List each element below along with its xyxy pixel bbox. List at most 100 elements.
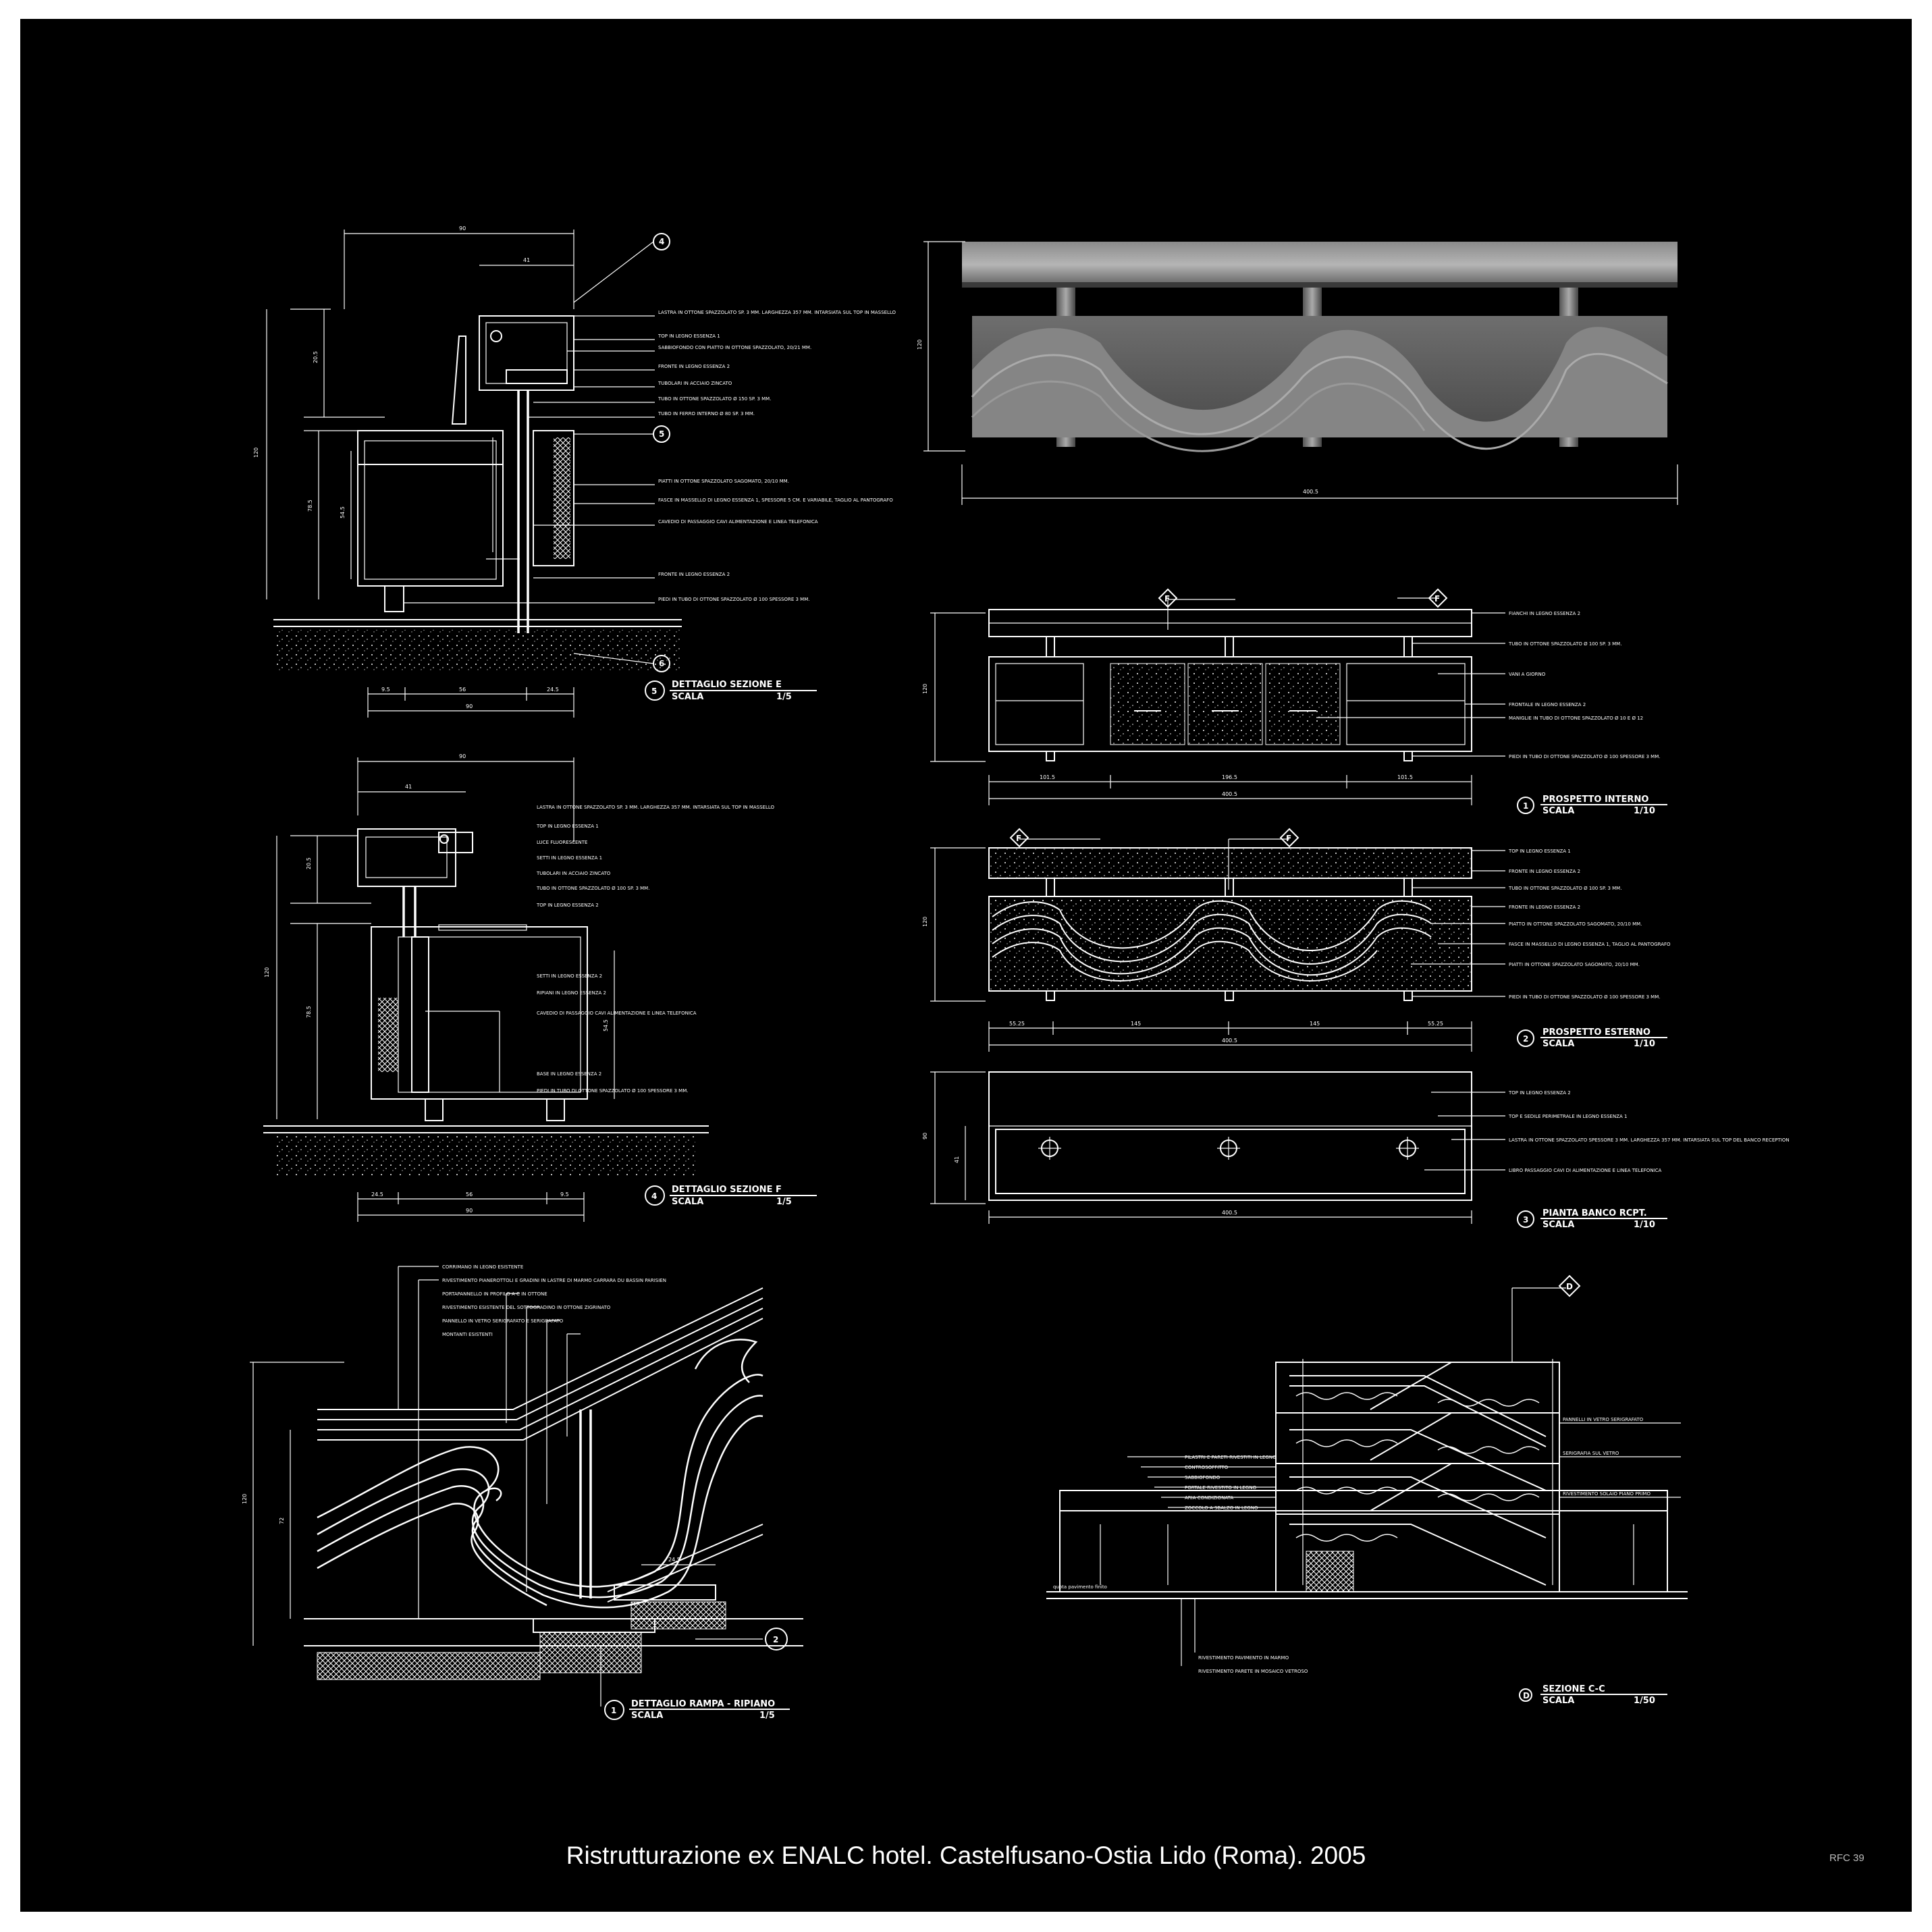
svg-text:101.5: 101.5 bbox=[1040, 774, 1055, 780]
annotation-note: TUBO IN OTTONE SPAZZOLATO Ø 100 SP. 3 MM… bbox=[1508, 641, 1621, 647]
annotation-note: FASCE IN MASSELLO DI LEGNO ESSENZA 1, SP… bbox=[658, 498, 893, 503]
svg-text:90: 90 bbox=[922, 1133, 928, 1139]
caption-bubble-pl bbox=[1517, 1210, 1534, 1228]
annotation-note: TOP IN LEGNO ESSENZA 1 bbox=[658, 333, 720, 339]
svg-text:20.5: 20.5 bbox=[313, 351, 319, 363]
svg-text:F: F bbox=[1286, 834, 1291, 843]
annotation-note: LASTRA IN OTTONE SPAZZOLATO SP. 3 MM. LA… bbox=[537, 805, 775, 810]
svg-text:41: 41 bbox=[405, 784, 412, 790]
callout-4-icon bbox=[653, 233, 670, 250]
svg-text:1/50: 1/50 bbox=[1634, 1696, 1655, 1706]
annotation-note: LUCE FLUORESCENTE bbox=[537, 840, 587, 845]
annotation-note: RIVESTIMENTO PIANEROTTOLI E GRADINI IN L… bbox=[442, 1278, 666, 1283]
annotation-note: TUBOLARI IN ACCIAIO ZINCATO bbox=[658, 381, 732, 386]
annotation-note: PIATTI IN OTTONE SPAZZOLATO SAGOMATO, 20… bbox=[658, 479, 789, 484]
svg-text:55.25: 55.25 bbox=[1428, 1021, 1443, 1027]
svg-text:90: 90 bbox=[466, 1208, 473, 1214]
svg-text:SCALA: SCALA bbox=[672, 692, 703, 702]
level-note: quota pavimento finito bbox=[1053, 1584, 1107, 1590]
annotation-note: MONTANTI ESISTENTI bbox=[442, 1332, 493, 1337]
svg-text:9.5: 9.5 bbox=[560, 1191, 569, 1198]
svg-text:5: 5 bbox=[651, 687, 657, 696]
caption-bubble-cc bbox=[1519, 1688, 1532, 1702]
svg-text:54.5: 54.5 bbox=[340, 506, 346, 518]
annotation-note: PIEDI IN TUBO DI OTTONE SPAZZOLATO Ø 100… bbox=[658, 597, 809, 602]
annotation-note: SERIGRAFIA SUL VETRO bbox=[1563, 1451, 1619, 1456]
svg-text:1/5: 1/5 bbox=[776, 1197, 792, 1207]
detail-e-leaders bbox=[404, 315, 655, 603]
svg-text:SCALA: SCALA bbox=[631, 1711, 663, 1721]
annotation-note: TOP IN LEGNO ESSENZA 2 bbox=[1508, 1090, 1571, 1096]
svg-text:120: 120 bbox=[242, 1494, 248, 1504]
annotation-note: TUBO IN FERRO INTERNO Ø 80 SP. 3 MM. bbox=[658, 411, 755, 417]
svg-text:SCALA: SCALA bbox=[1542, 1039, 1574, 1049]
prospetto-interno: F F 120 101.5 196.5 101.5 400.5 FIANCHI … bbox=[922, 588, 1667, 816]
svg-text:41: 41 bbox=[523, 257, 530, 263]
svg-text:24.5: 24.5 bbox=[371, 1191, 383, 1198]
svg-text:4: 4 bbox=[651, 1191, 657, 1201]
svg-text:5: 5 bbox=[659, 429, 664, 439]
annotation-note: PIATTI IN OTTONE SPAZZOLATO SAGOMATO, 20… bbox=[1509, 962, 1640, 967]
svg-text:D: D bbox=[1523, 1691, 1530, 1700]
annotation-note: TUBO IN OTTONE SPAZZOLATO Ø 100 SP. 3 MM… bbox=[536, 886, 649, 891]
svg-text:20.5: 20.5 bbox=[306, 857, 312, 869]
svg-text:400.5: 400.5 bbox=[1222, 791, 1237, 797]
annotation-note: SABBIOFONDO CON PIATTO IN OTTONE SPAZZOL… bbox=[658, 345, 811, 350]
annotation-note: TUBOLARI IN ACCIAIO ZINCATO bbox=[536, 871, 611, 876]
caption-ra: DETTAGLIO RAMPA - RIPIANO bbox=[631, 1699, 775, 1709]
annotation-note: PANNELLO IN VETRO SERIGRAFATO E SERIGRAF… bbox=[442, 1318, 564, 1324]
annotation-note: VANI A GIORNO bbox=[1509, 672, 1546, 677]
annotation-note: RIVESTIMENTO PAVIMENTO IN MARMO bbox=[1198, 1655, 1289, 1661]
drawing-sheet: 90 41 120 20.5 78.5 54.5 bbox=[20, 19, 1912, 1912]
annotation-note: FRONTE IN LEGNO ESSENZA 2 bbox=[658, 572, 730, 577]
annotation-note: FRONTALE IN LEGNO ESSENZA 2 bbox=[1509, 702, 1586, 707]
svg-text:120: 120 bbox=[253, 448, 259, 458]
annotation-note: PANNELLI IN VETRO SERIGRAFATO bbox=[1563, 1417, 1644, 1422]
svg-text:90: 90 bbox=[459, 753, 466, 759]
annotation-note: ARIA CONDIZIONATA bbox=[1185, 1495, 1233, 1501]
annotation-note: RIVESTIMENTO ESISTENTE DEL SOTTOGRADINO … bbox=[442, 1305, 611, 1310]
caption-e: DETTAGLIO SEZIONE E bbox=[672, 680, 782, 690]
sezione-cc: D PILASTRI E PARETI RIVESTITI IN LEGNOCO… bbox=[1046, 1274, 1688, 1706]
annotation-note: TOP IN LEGNO ESSENZA 2 bbox=[536, 903, 599, 908]
annotation-note: TUBO IN OTTONE SPAZZOLATO Ø 100 SP. 3 MM… bbox=[1508, 886, 1621, 891]
counter-photo: 120 400.5 bbox=[917, 241, 1678, 505]
svg-text:54.5: 54.5 bbox=[603, 1019, 609, 1031]
svg-text:1/5: 1/5 bbox=[759, 1711, 775, 1721]
annotation-note: FRONTE IN LEGNO ESSENZA 2 bbox=[1509, 869, 1580, 874]
svg-text:400.5: 400.5 bbox=[1222, 1038, 1237, 1044]
annotation-note: PORTAPANNELLO IN PROFILO A C IN OTTONE bbox=[442, 1291, 547, 1297]
svg-text:56: 56 bbox=[459, 687, 466, 693]
annotation-note: CAVEDIO DI PASSAGGIO CAVI ALIMENTAZIONE … bbox=[658, 519, 818, 525]
annotation-note: TOP IN LEGNO ESSENZA 1 bbox=[1508, 849, 1571, 854]
annotation-note: LIBRO PASSAGGIO CAVI DI ALIMENTAZIONE E … bbox=[1509, 1168, 1662, 1173]
annotation-note: PILASTRI E PARETI RIVESTITI IN LEGNO bbox=[1185, 1455, 1277, 1460]
annotation-note: FIANCHI IN LEGNO ESSENZA 2 bbox=[1509, 611, 1580, 616]
caption-f: DETTAGLIO SEZIONE F bbox=[672, 1185, 782, 1195]
annotation-note: PIEDI IN TUBO DI OTTONE SPAZZOLATO Ø 100… bbox=[537, 1088, 688, 1094]
svg-text:72: 72 bbox=[279, 1518, 285, 1524]
svg-text:9.5: 9.5 bbox=[381, 687, 390, 693]
svg-text:F: F bbox=[1016, 834, 1021, 843]
svg-text:2: 2 bbox=[773, 1635, 778, 1644]
annotation-note: TOP IN LEGNO ESSENZA 1 bbox=[536, 824, 599, 829]
svg-text:120: 120 bbox=[922, 917, 928, 927]
svg-text:24.5: 24.5 bbox=[547, 687, 559, 693]
annotation-note: RIVESTIMENTO PARETE IN MOSAICO VETROSO bbox=[1198, 1669, 1308, 1674]
detail-section-f: 90 41 120 20.5 78.5 54.5 bbox=[263, 753, 817, 1222]
annotation-note: FASCE IN MASSELLO DI LEGNO ESSENZA 1, TA… bbox=[1509, 942, 1671, 947]
drawing-canvas: 90 41 120 20.5 78.5 54.5 bbox=[242, 225, 1790, 1721]
svg-text:1/10: 1/10 bbox=[1634, 1220, 1655, 1230]
svg-text:1: 1 bbox=[611, 1706, 616, 1715]
svg-text:3: 3 bbox=[1523, 1215, 1528, 1225]
caption-bubble-ra bbox=[604, 1700, 624, 1720]
drawing-title: Ristrutturazione ex ENALC hotel. Castelf… bbox=[566, 1842, 1366, 1869]
annotation-note: BASE IN LEGNO ESSENZA 2 bbox=[537, 1071, 601, 1077]
svg-text:F: F bbox=[1434, 594, 1440, 603]
annotation-note: PIEDI IN TUBO DI OTTONE SPAZZOLATO Ø 100… bbox=[1509, 994, 1660, 1000]
callout-2-icon bbox=[765, 1628, 788, 1651]
annotation-note: RIVESTIMENTO SOLAIO PIANO PRIMO bbox=[1563, 1491, 1651, 1497]
caption-bubble-pi bbox=[1517, 797, 1534, 814]
svg-text:24.5: 24.5 bbox=[668, 1557, 680, 1563]
